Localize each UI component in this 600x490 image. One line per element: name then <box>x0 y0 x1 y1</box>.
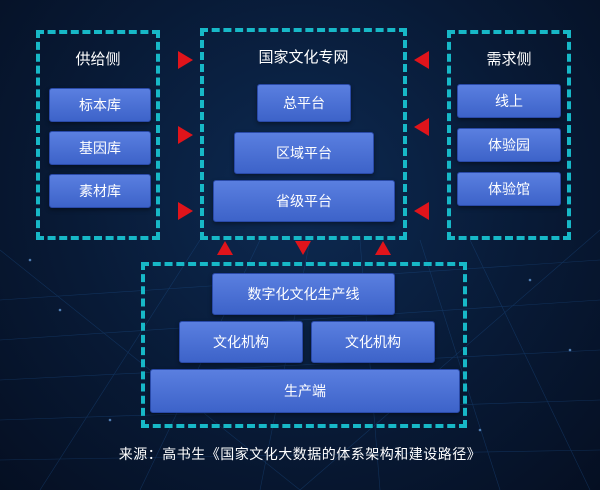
demand-side-title: 需求侧 <box>486 50 532 68</box>
arrow-supply-to-national-2 <box>178 126 193 144</box>
supply-item-gene-library: 基因库 <box>49 131 151 165</box>
supply-side-title: 供给侧 <box>75 50 121 68</box>
digital-production-line: 数字化文化生产线 <box>212 273 395 315</box>
arrow-national-to-production <box>295 241 311 255</box>
cultural-institution-right: 文化机构 <box>311 321 435 363</box>
cultural-institution-left: 文化机构 <box>179 321 303 363</box>
production-end: 生产端 <box>150 369 460 413</box>
demand-item-experience-park: 体验园 <box>457 128 561 162</box>
arrow-production-to-national-right <box>375 241 391 255</box>
national-network-panel: 国家文化专网 <box>200 28 407 240</box>
national-network-title: 国家文化专网 <box>258 48 349 66</box>
production-panel <box>141 262 467 428</box>
demand-item-experience-hall: 体验馆 <box>457 172 561 206</box>
arrow-demand-to-national-3 <box>414 202 429 220</box>
arrow-supply-to-national-3 <box>178 202 193 220</box>
supply-side-panel: 供给侧 <box>36 30 160 240</box>
arrow-demand-to-national-1 <box>414 51 429 69</box>
source-caption: 来源：高书生《国家文化大数据的体系架构和建设路径》 <box>118 447 482 463</box>
national-level-main-platform: 总平台 <box>257 84 351 122</box>
national-level-regional-platform: 区域平台 <box>234 132 374 174</box>
supply-item-material-library: 素材库 <box>49 174 151 208</box>
supply-item-specimen-library: 标本库 <box>49 88 151 122</box>
demand-side-panel: 需求侧 <box>447 30 571 240</box>
demand-item-online: 线上 <box>457 84 561 118</box>
arrow-production-to-national-left <box>217 241 233 255</box>
arrow-demand-to-national-2 <box>414 118 429 136</box>
arrow-supply-to-national-1 <box>178 51 193 69</box>
national-level-provincial-platform: 省级平台 <box>213 180 395 222</box>
